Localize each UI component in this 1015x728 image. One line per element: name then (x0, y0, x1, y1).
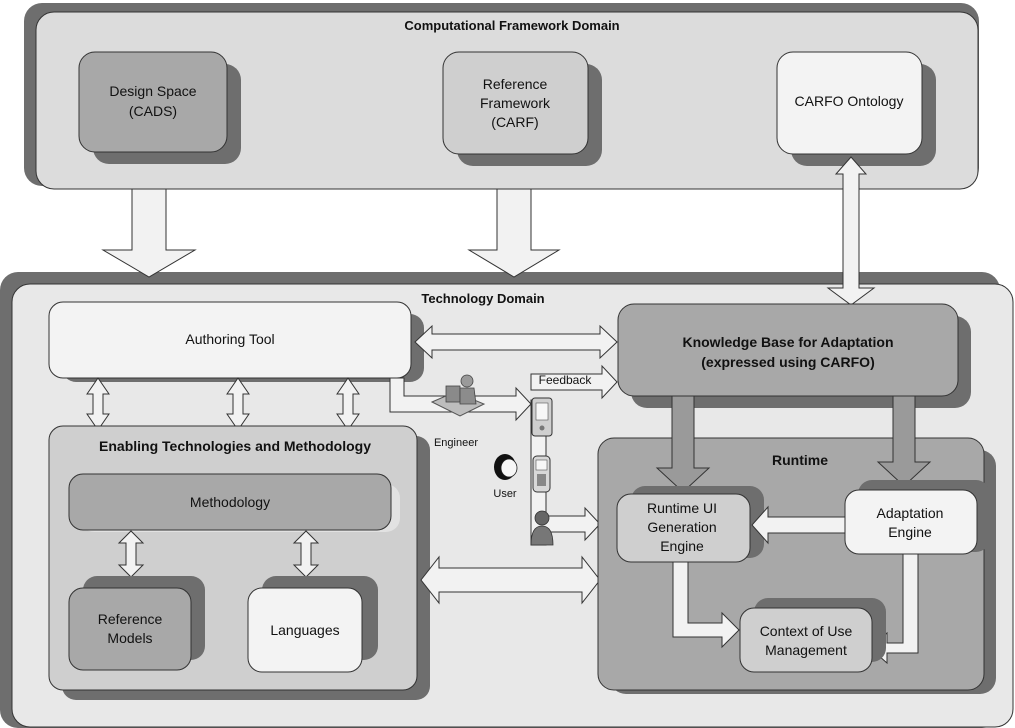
arrow-authoring-enabling-3 (336, 377, 360, 431)
design-space-label-line2: (CADS) (129, 103, 177, 119)
engineer-icon (430, 374, 486, 417)
pda-icon (531, 397, 553, 437)
enabling-technologies-panel: Enabling Technologies and Methodology Me… (48, 425, 430, 700)
reference-framework-label-line2: Framework (480, 95, 551, 111)
arrow-authoring-enabling-2 (226, 377, 250, 431)
methodology-label: Methodology (190, 494, 270, 510)
user-icon (494, 454, 518, 480)
reference-framework-label-line1: Reference (483, 76, 548, 92)
runtime-title: Runtime (772, 452, 828, 468)
reference-models-label-line2: Models (107, 630, 152, 646)
adaptation-engine-label-line1: Adaptation (877, 505, 944, 521)
methodology-box (68, 473, 392, 531)
authoring-tool-label: Authoring Tool (185, 331, 274, 347)
runtime-ui-generation-engine-box: Runtime UI Generation Engine (616, 486, 764, 563)
ui-engine-label-line1: Runtime UI (647, 500, 717, 516)
context-label-line1: Context of Use (760, 623, 853, 639)
adaptation-engine-label-line2: Engine (888, 524, 932, 540)
computational-framework-domain: Computational Framework Domain Design Sp… (24, 3, 979, 190)
design-space-label-line1: Design Space (109, 83, 196, 99)
person-device-icon (530, 510, 554, 546)
feedback-label: Feedback (539, 373, 593, 387)
context-of-use-box: Context of Use Management (739, 598, 886, 673)
arrow-authoring-enabling-1 (86, 377, 110, 432)
ui-engine-label-line3: Engine (660, 538, 704, 554)
ui-engine-label-line2: Generation (647, 519, 716, 535)
arrow-ui-engine-context (672, 561, 740, 649)
knowledge-base-label-line1: Knowledge Base for Adaptation (682, 334, 893, 350)
enabling-technologies-title: Enabling Technologies and Methodology (99, 438, 371, 454)
arrow-methodology-reference-models (117, 530, 145, 578)
mobile-phone-icon (532, 455, 551, 493)
context-label-line2: Management (765, 642, 847, 658)
languages-box (247, 587, 363, 673)
reference-framework-box: Reference Framework (CARF) (442, 51, 602, 166)
design-space-box: Design Space (CADS) (78, 51, 241, 164)
carfo-ontology-label: CARFO Ontology (795, 93, 904, 109)
knowledge-base-box: Knowledge Base for Adaptation (expressed… (617, 303, 971, 408)
arrow-authoring-knowledge-base (414, 324, 618, 360)
reference-models-box (68, 587, 192, 671)
authoring-tool-box: Authoring Tool (48, 301, 424, 382)
arrow-ontology-knowledge-base (826, 156, 876, 306)
arrow-reference-framework-down (467, 188, 561, 278)
computational-domain-title: Computational Framework Domain (404, 18, 619, 33)
reference-framework-label-line3: (CARF) (491, 114, 538, 130)
technology-domain-title: Technology Domain (421, 291, 544, 306)
engineer-label: Engineer (434, 437, 478, 449)
reference-models-label-line1: Reference (98, 611, 163, 627)
user-label: User (493, 488, 517, 500)
arrow-methodology-languages (292, 530, 320, 578)
adaptation-engine-box: Adaptation Engine (844, 480, 990, 555)
knowledge-base-label-line2: (expressed using CARFO) (701, 354, 874, 370)
arrow-adaptation-ui-engine (751, 505, 846, 545)
arrow-kb-ui-engine (655, 395, 711, 493)
arrow-kb-adaptation-engine (876, 395, 932, 487)
carfo-ontology-box: CARFO Ontology (776, 51, 936, 166)
languages-label: Languages (270, 622, 339, 638)
arrow-design-space-down (101, 188, 197, 278)
